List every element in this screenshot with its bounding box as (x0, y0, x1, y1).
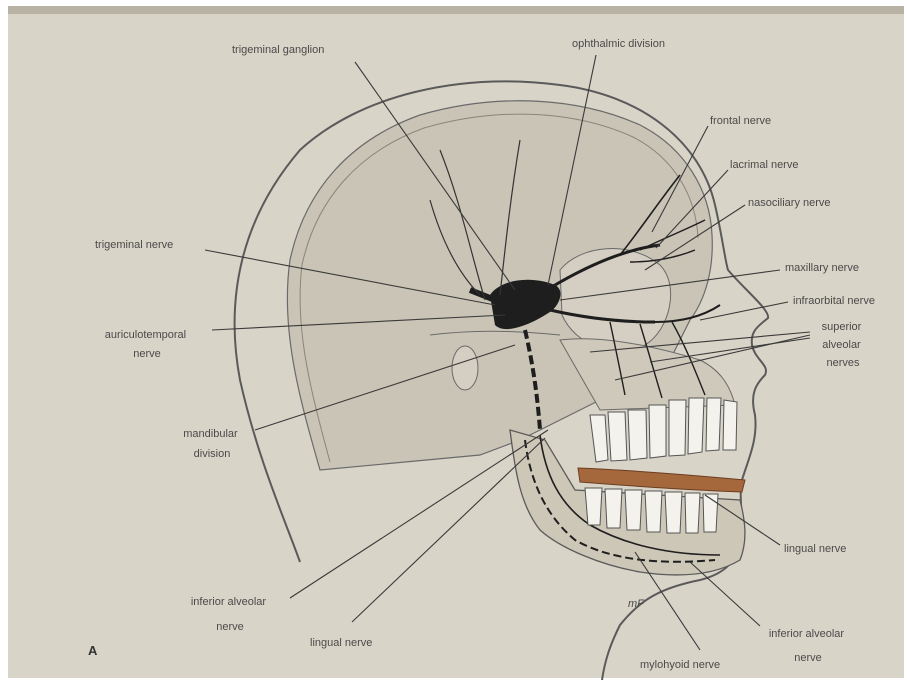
page-shadow-top (8, 6, 904, 14)
label-lingual-nerve-bottom: lingual nerve (310, 637, 372, 649)
label-superior-alveolar-nerves: superior alveolar nerves (822, 321, 865, 369)
label-trigeminal-ganglion: trigeminal ganglion (232, 44, 324, 56)
label-nasociliary-nerve: nasociliary nerve (748, 197, 831, 209)
artist-signature: mF (628, 598, 645, 610)
figure-letter: A (88, 643, 98, 658)
label-ophthalmic-division: ophthalmic division (572, 38, 665, 50)
label-maxillary-nerve: maxillary nerve (785, 262, 859, 274)
label-trigeminal-nerve: trigeminal nerve (95, 239, 173, 251)
label-lacrimal-nerve: lacrimal nerve (730, 159, 798, 171)
ear-canal (452, 346, 478, 390)
label-frontal-nerve: frontal nerve (710, 115, 771, 127)
label-infraorbital-nerve: infraorbital nerve (793, 295, 875, 307)
label-lingual-nerve-right: lingual nerve (784, 543, 846, 555)
label-mylohyoid-nerve: mylohyoid nerve (640, 659, 720, 671)
